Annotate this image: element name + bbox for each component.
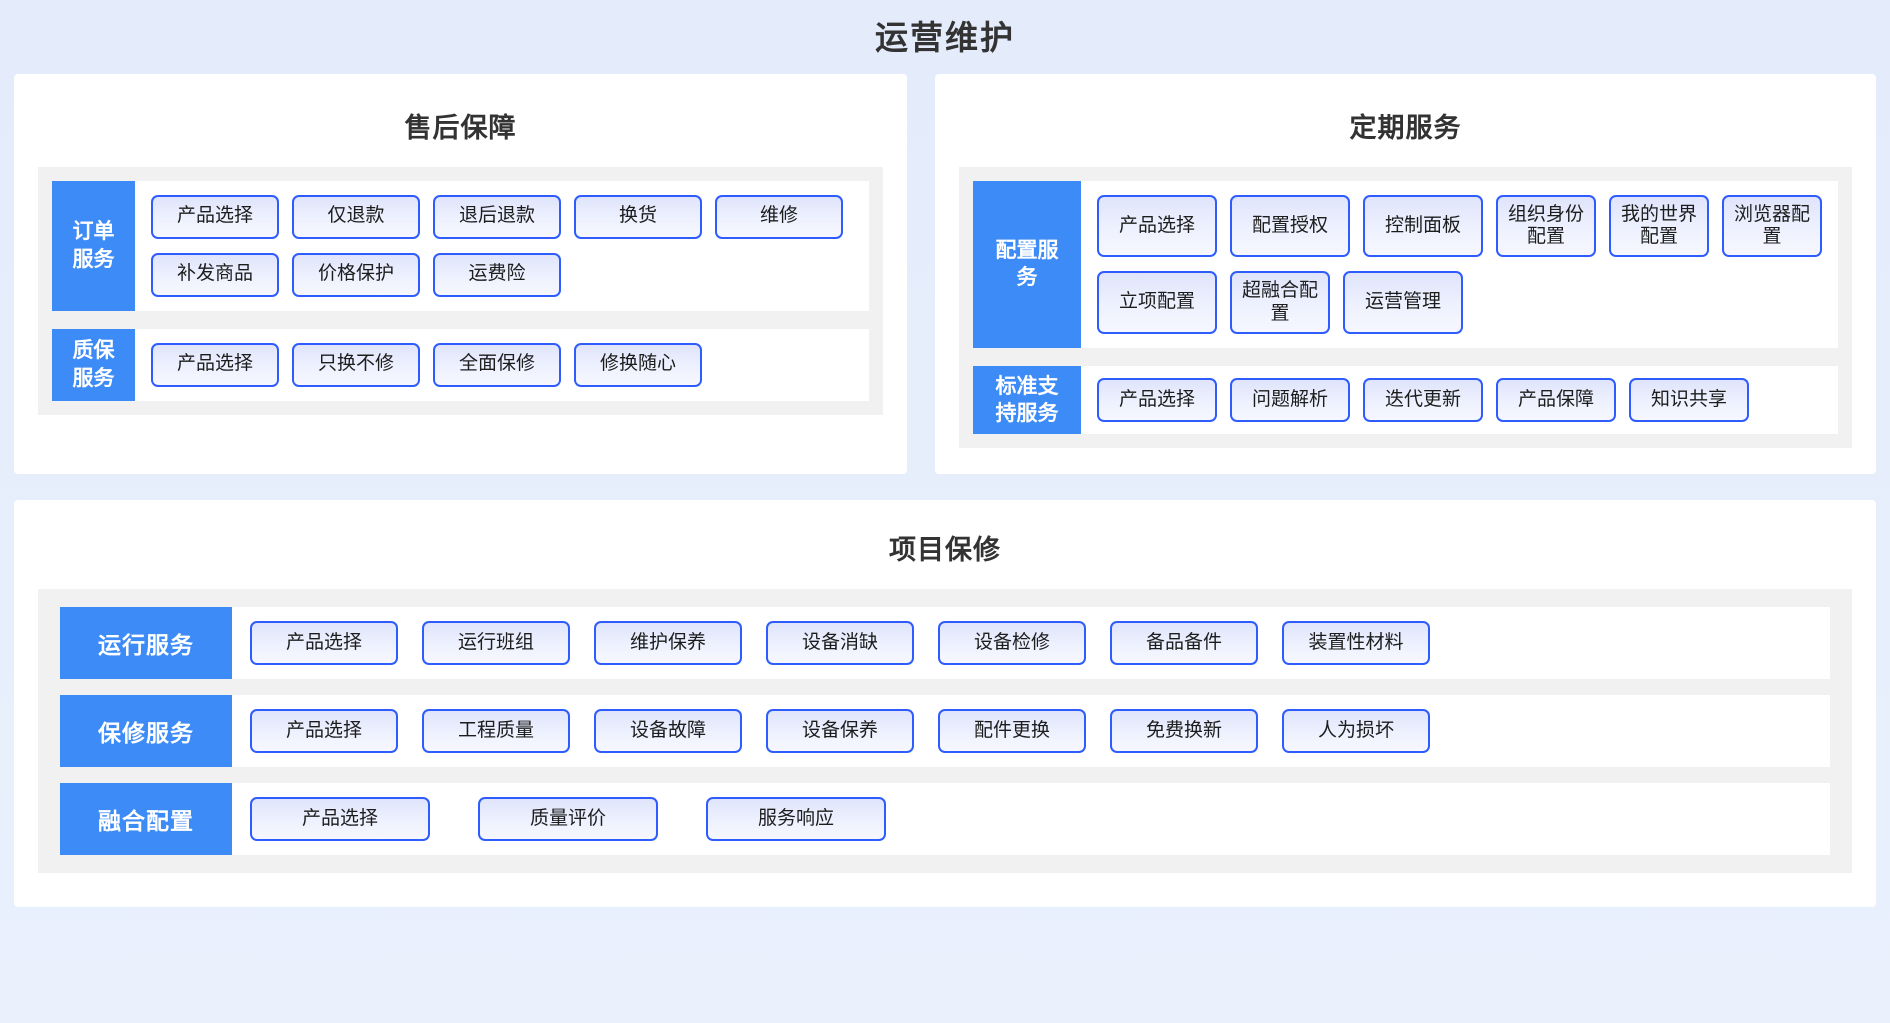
chip-item[interactable]: 超融合配置 <box>1230 271 1330 335</box>
chip-item[interactable]: 质量评价 <box>478 797 658 842</box>
periodic-service-title: 定期服务 <box>1349 112 1462 143</box>
chip-item[interactable]: 价格保护 <box>292 252 420 297</box>
group-label-line-1: 订单 <box>72 219 115 243</box>
chip-item[interactable]: 服务响应 <box>706 797 886 842</box>
chip-item[interactable]: 工程质量 <box>422 709 570 754</box>
group-label-line-2: 服务 <box>72 247 115 271</box>
chip-item[interactable]: 产品保障 <box>1496 378 1616 423</box>
group-order-service: 订单 服务 产品选择 仅退款 退后退款 换货 维修 补发商品 价格保护 运费险 <box>52 180 869 311</box>
chip-item[interactable]: 设备消缺 <box>766 621 914 666</box>
chip-item[interactable]: 设备检修 <box>938 621 1086 666</box>
group-standard-support-service: 标准支 持服务 产品选择 问题解析 迭代更新 产品保障 知识共享 <box>973 366 1838 435</box>
chip-item[interactable]: 修换随心 <box>574 342 702 387</box>
chip-item[interactable]: 运营管理 <box>1343 271 1463 335</box>
group-label-line-1: 配置服 <box>995 238 1059 262</box>
chip-item[interactable]: 只换不修 <box>292 342 420 387</box>
group-items-warranty-service: 产品选择 只换不修 全面保修 修换随心 <box>135 328 869 401</box>
chip-item[interactable]: 换货 <box>574 194 702 239</box>
chip-item[interactable]: 问题解析 <box>1230 378 1350 423</box>
group-items-config-service: 产品选择 配置授权 控制面板 组织身份配置 我的世界配置 浏览器配置 立项配置 … <box>1081 180 1838 349</box>
chip-item[interactable]: 产品选择 <box>151 342 279 387</box>
chip-item[interactable]: 浏览器配置 <box>1722 194 1822 258</box>
chip-item[interactable]: 配置授权 <box>1230 194 1350 258</box>
chip-item[interactable]: 人为损坏 <box>1282 709 1430 754</box>
chip-item[interactable]: 维护保养 <box>594 621 742 666</box>
chip-item[interactable]: 我的世界配置 <box>1609 194 1709 258</box>
group-label-line-1: 标准支 <box>995 374 1059 398</box>
chip-item[interactable]: 运行班组 <box>422 621 570 666</box>
chip-item[interactable]: 装置性材料 <box>1282 621 1430 666</box>
group-label-fusion-config: 融合配置 <box>60 783 232 856</box>
after-sales-title: 售后保障 <box>404 112 517 143</box>
chip-item[interactable]: 知识共享 <box>1629 378 1749 423</box>
after-sales-card: 售后保障 订单 服务 产品选择 仅退款 退后退款 换货 维修 <box>14 73 907 475</box>
chip-item[interactable]: 迭代更新 <box>1363 378 1483 423</box>
chip-item[interactable]: 仅退款 <box>292 194 420 239</box>
chip-item[interactable]: 退后退款 <box>433 194 561 239</box>
chip-item[interactable]: 组织身份配置 <box>1496 194 1596 258</box>
group-label-line-1: 质保 <box>72 338 115 362</box>
chip-item[interactable]: 控制面板 <box>1363 194 1483 258</box>
top-panels-row: 售后保障 订单 服务 产品选择 仅退款 退后退款 换货 维修 <box>14 73 1876 475</box>
chip-item[interactable]: 免费换新 <box>1110 709 1258 754</box>
chip-item[interactable]: 配件更换 <box>938 709 1086 754</box>
group-label-line-2: 持服务 <box>995 402 1059 426</box>
group-items-order-service: 产品选择 仅退款 退后退款 换货 维修 补发商品 价格保护 运费险 <box>135 180 869 311</box>
chip-item[interactable]: 产品选择 <box>250 709 398 754</box>
group-config-service: 配置服 务 产品选择 配置授权 控制面板 组织身份配置 我的世界配置 浏览器配置… <box>973 180 1838 349</box>
group-label-standard-support-service: 标准支 持服务 <box>973 366 1081 435</box>
chip-item[interactable]: 补发商品 <box>151 252 279 297</box>
chip-item[interactable]: 立项配置 <box>1097 271 1217 335</box>
chip-item[interactable]: 产品选择 <box>1097 378 1217 423</box>
group-label-operation-service: 运行服务 <box>60 607 232 680</box>
periodic-service-card: 定期服务 配置服 务 产品选择 配置授权 控制面板 组织身份配置 我的 <box>935 73 1876 475</box>
chip-item[interactable]: 产品选择 <box>151 194 279 239</box>
group-label-order-service: 订单 服务 <box>52 180 135 311</box>
group-warranty-service: 质保 服务 产品选择 只换不修 全面保修 修换随心 <box>52 328 869 401</box>
group-items-fusion-config: 产品选择 质量评价 服务响应 <box>232 783 1830 856</box>
chip-item[interactable]: 备品备件 <box>1110 621 1258 666</box>
group-items-repair-service: 产品选择 工程质量 设备故障 设备保养 配件更换 免费换新 人为损坏 <box>232 695 1830 768</box>
group-items-operation-service: 产品选择 运行班组 维护保养 设备消缺 设备检修 备品备件 装置性材料 <box>232 607 1830 680</box>
group-label-config-service: 配置服 务 <box>973 180 1081 349</box>
chip-item[interactable]: 维修 <box>715 194 843 239</box>
chip-item[interactable]: 产品选择 <box>250 621 398 666</box>
project-warranty-card: 项目保修 运行服务 产品选择 运行班组 维护保养 设备消缺 设备检修 备品备件 … <box>14 500 1876 908</box>
chip-item[interactable]: 全面保修 <box>433 342 561 387</box>
group-label-warranty-service: 质保 服务 <box>52 328 135 401</box>
group-operation-service: 运行服务 产品选择 运行班组 维护保养 设备消缺 设备检修 备品备件 装置性材料 <box>60 607 1830 680</box>
chip-item[interactable]: 设备保养 <box>766 709 914 754</box>
group-repair-service: 保修服务 产品选择 工程质量 设备故障 设备保养 配件更换 免费换新 人为损坏 <box>60 695 1830 768</box>
page-title: 运营维护 <box>875 19 1015 56</box>
project-warranty-groups: 运行服务 产品选择 运行班组 维护保养 设备消缺 设备检修 备品备件 装置性材料… <box>38 589 1852 874</box>
chip-item[interactable]: 产品选择 <box>1097 194 1217 258</box>
periodic-service-groups: 配置服 务 产品选择 配置授权 控制面板 组织身份配置 我的世界配置 浏览器配置… <box>959 166 1852 449</box>
chip-item[interactable]: 设备故障 <box>594 709 742 754</box>
group-label-repair-service: 保修服务 <box>60 695 232 768</box>
group-items-standard-support-service: 产品选择 问题解析 迭代更新 产品保障 知识共享 <box>1081 366 1838 435</box>
project-warranty-title: 项目保修 <box>889 535 1001 566</box>
group-label-line-2: 服务 <box>72 366 115 390</box>
group-label-line-2: 务 <box>1016 266 1038 290</box>
chip-item[interactable]: 产品选择 <box>250 797 430 842</box>
group-fusion-config: 融合配置 产品选择 质量评价 服务响应 <box>60 783 1830 856</box>
chip-item[interactable]: 运费险 <box>433 252 561 297</box>
after-sales-groups: 订单 服务 产品选择 仅退款 退后退款 换货 维修 补发商品 价格保护 运费险 <box>38 166 883 415</box>
